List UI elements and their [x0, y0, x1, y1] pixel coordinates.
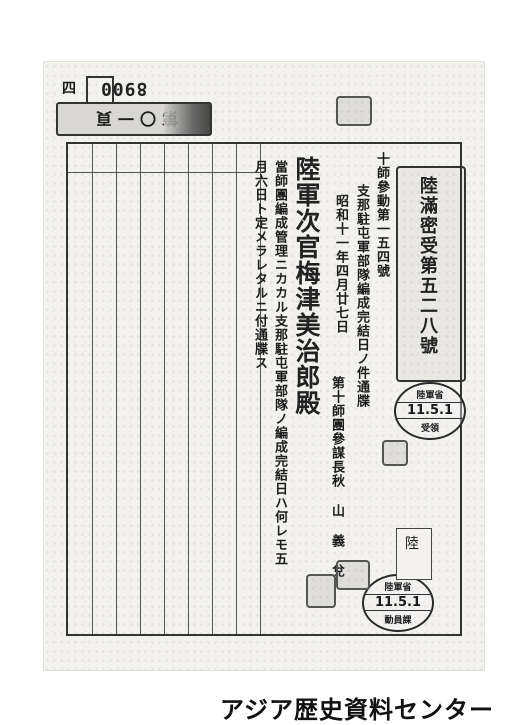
rule-line [188, 144, 189, 634]
doc-date: 昭和十一年四月廿七日 [333, 194, 348, 334]
rule-line [164, 144, 165, 634]
rule-line [116, 144, 117, 634]
personal-seal [382, 440, 408, 466]
rule-line [92, 144, 93, 634]
rule-line [260, 144, 261, 634]
receipt-stamp-text: 陸滿密受第五二八號 [417, 176, 438, 356]
small-seal-top [336, 96, 372, 126]
date-stamp-caption: 陸軍省 [384, 583, 412, 593]
date-stamp-mobilization: 陸軍省 11.5.1 動員課 [362, 574, 434, 632]
doc-number: 十師參動第一五四號 [374, 152, 389, 278]
date-stamp-received: 陸軍省 11.5.1 受領 [394, 382, 466, 440]
rule-line [212, 144, 213, 634]
army-box: 陸 [396, 528, 432, 580]
personal-seal [306, 574, 336, 608]
doc-recipient: 陸軍次官梅津美治郎殿 [292, 156, 321, 416]
army-box-text: 陸 [405, 536, 419, 552]
doc-body-line-2: 月六日ト定メラレタルニ付通牒ス [252, 160, 267, 370]
rule-line [68, 172, 264, 173]
personal-seal [336, 560, 370, 590]
ink-smudge [164, 104, 210, 134]
receipt-stamp: 陸滿密受第五二八號 [396, 166, 466, 382]
serial-number: 8900 [100, 78, 148, 99]
doc-sender: 第十師團參謀長秋 山 義 兌 [329, 376, 344, 578]
page-label-tab: 第〇一頁 [56, 102, 212, 136]
date-stamp-bottom: 動員課 [384, 616, 412, 626]
doc-subject: 支那駐屯軍部隊編成完結日ノ件通牒 [354, 184, 369, 408]
date-stamp-date: 11.5.1 [364, 594, 432, 611]
rule-line [236, 144, 237, 634]
archive-footer: アジア歴史資料センター [219, 696, 494, 724]
date-stamp-bottom: 受領 [420, 424, 439, 434]
ruled-form [66, 142, 462, 636]
rule-line [140, 144, 141, 634]
document-page [44, 62, 484, 670]
date-stamp-date: 11.5.1 [396, 402, 464, 419]
doc-body-line-1: 當師團編成管理ニカカル支那駐屯軍部隊ノ編成完結日ハ何レモ五 [272, 160, 287, 566]
date-stamp-caption: 陸軍省 [416, 391, 444, 401]
corner-mark: 四 [62, 81, 76, 97]
